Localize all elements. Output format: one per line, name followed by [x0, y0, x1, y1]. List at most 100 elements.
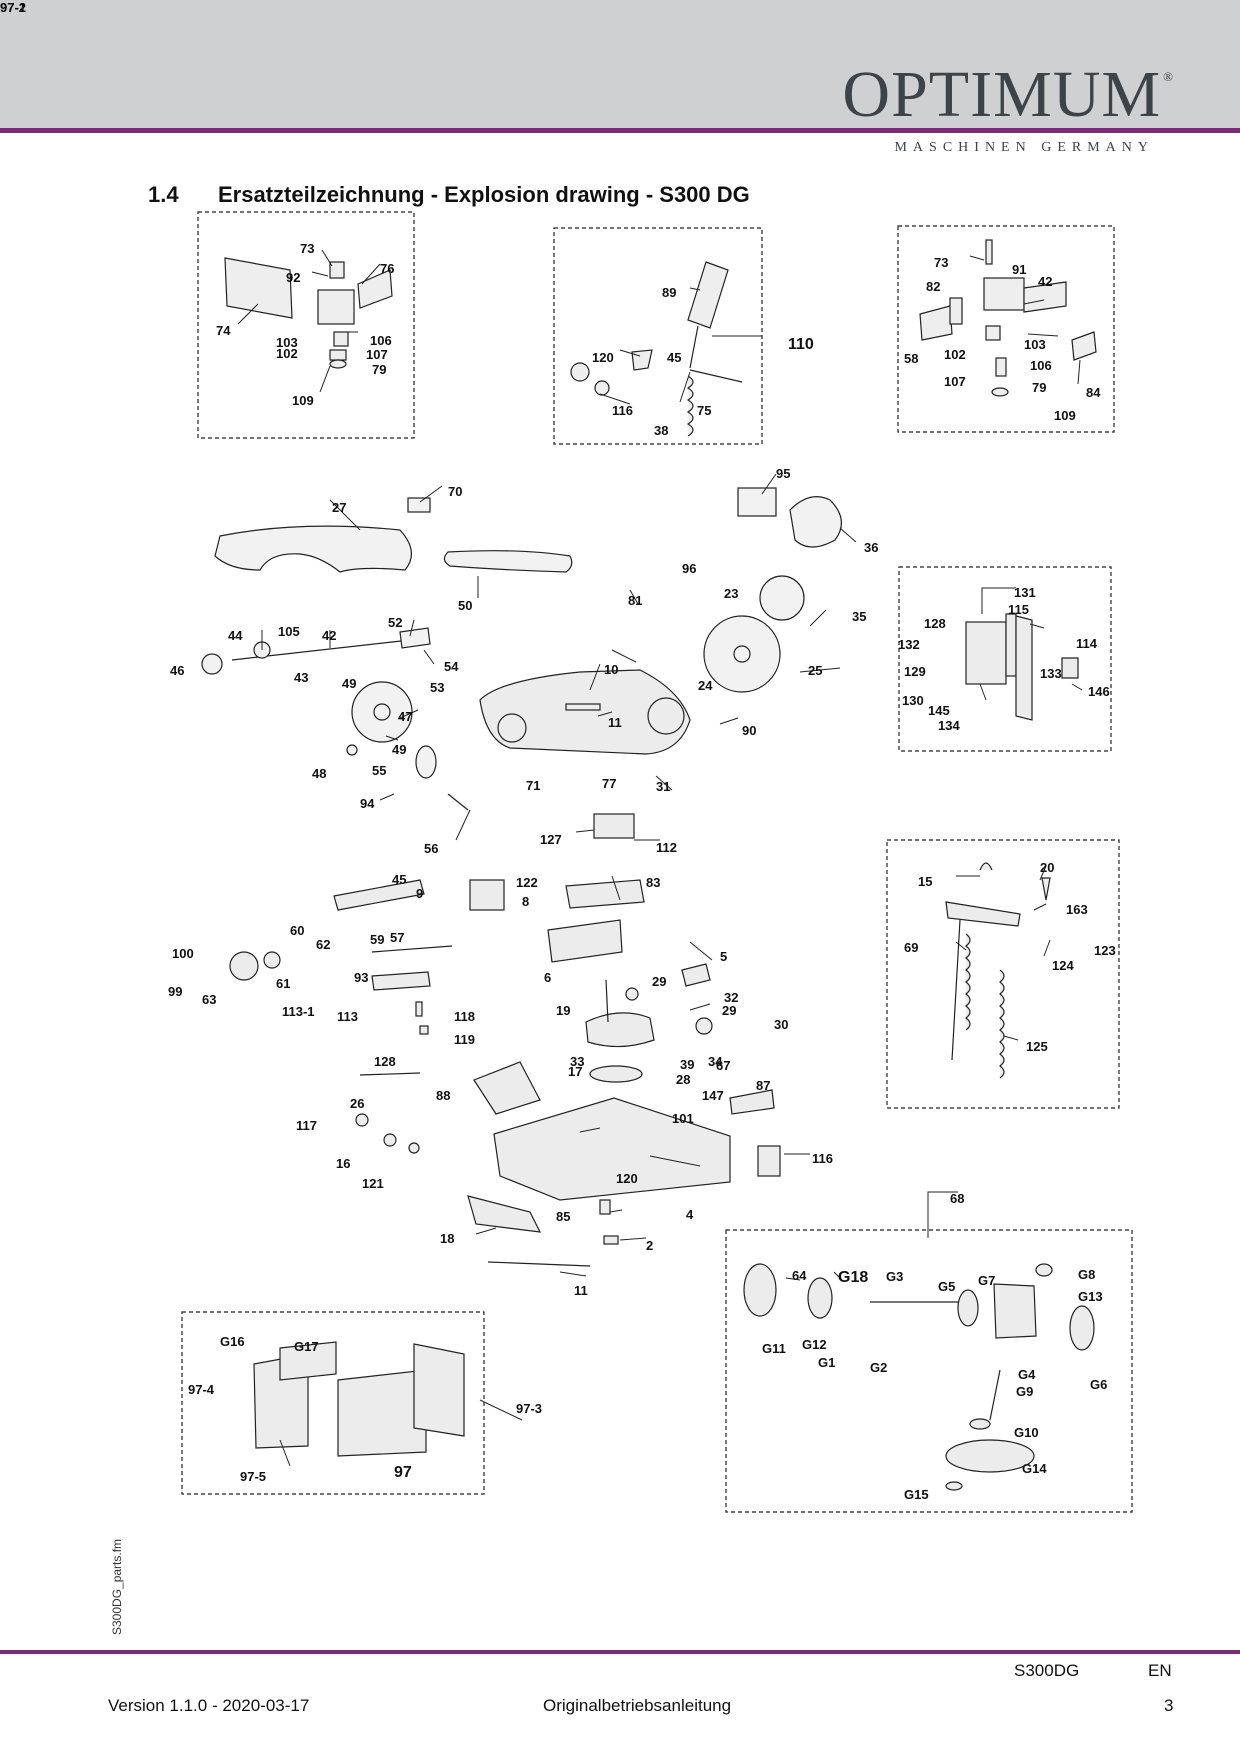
part-label-109: 109 — [1054, 408, 1076, 423]
part-label-56: 56 — [424, 841, 439, 856]
part-label-58: 58 — [904, 351, 919, 366]
part-label-110: 110 — [788, 336, 814, 353]
part-label-163: 163 — [1066, 902, 1088, 917]
footer-model: S300DG — [1014, 1661, 1080, 1680]
part-label-g11: G11 — [762, 1341, 786, 1356]
part-label-97-3: 97-3 — [516, 1401, 543, 1416]
part-label-73: 73 — [934, 255, 949, 270]
part-label-g6: G6 — [1090, 1377, 1108, 1392]
part-label-60: 60 — [290, 923, 305, 938]
part-label-75: 75 — [697, 403, 712, 418]
part-label-119: 119 — [454, 1032, 475, 1047]
part-label-49: 49 — [392, 742, 407, 757]
part-label-g13: G13 — [1078, 1289, 1103, 1304]
part-label-61: 61 — [276, 976, 291, 991]
part-label-31: 31 — [656, 779, 671, 794]
part-label-94: 94 — [360, 796, 375, 811]
section-number: 1.4 — [148, 182, 179, 207]
part-label-79: 79 — [1032, 380, 1047, 395]
part-label-g10: G10 — [1014, 1425, 1039, 1440]
logo-text: OPTIMUM — [842, 58, 1162, 131]
part-label-120: 120 — [592, 350, 614, 365]
part-label-123: 123 — [1094, 943, 1116, 958]
part-label-54: 54 — [444, 659, 459, 674]
part-label-120: 120 — [616, 1171, 638, 1186]
part-label-68: 68 — [950, 1191, 965, 1206]
part-label-9: 9 — [416, 886, 424, 901]
part-label-57: 57 — [390, 930, 405, 945]
part-label-25: 25 — [808, 663, 823, 678]
part-label-128: 128 — [924, 616, 946, 631]
part-label-23: 23 — [724, 586, 739, 601]
part-label-97-4: 97-4 — [188, 1382, 215, 1397]
part-label-102: 102 — [944, 347, 966, 362]
part-label-g5: G5 — [938, 1279, 956, 1294]
gearbox-parts — [743, 1263, 1095, 1491]
part-label-77: 77 — [602, 776, 617, 791]
part-label-34: 34 — [708, 1054, 723, 1069]
part-label-132: 132 — [898, 637, 920, 652]
part-label-g3: G3 — [886, 1269, 904, 1284]
part-label-38: 38 — [654, 423, 669, 438]
part-label-42: 42 — [322, 628, 337, 643]
part-label-89: 89 — [662, 285, 677, 300]
part-label-73: 73 — [300, 241, 315, 256]
part-label-134: 134 — [938, 718, 960, 733]
part-label-100: 100 — [172, 946, 194, 961]
part-label-20: 20 — [1040, 860, 1055, 875]
header-band — [0, 0, 1240, 130]
part-label-53: 53 — [430, 680, 445, 695]
part-label-122: 122 — [516, 875, 538, 890]
guide-arm-parts — [224, 257, 393, 369]
blade-guard-parts — [214, 487, 842, 693]
footer-page-number: 3 — [1164, 1696, 1174, 1715]
part-label-101: 101 — [672, 1111, 694, 1126]
part-label-27: 27 — [332, 500, 347, 515]
part-label-115: 115 — [1008, 602, 1029, 617]
part-label-g2: G2 — [870, 1360, 888, 1375]
footer-language: EN — [1148, 1661, 1172, 1680]
part-label-97-1: 97-1 — [0, 0, 27, 15]
part-label-121: 121 — [362, 1176, 384, 1191]
part-label-145: 145 — [928, 703, 950, 718]
part-label-76: 76 — [380, 261, 395, 276]
part-label-g12: G12 — [802, 1337, 827, 1352]
part-label-50: 50 — [458, 598, 473, 613]
part-label-48: 48 — [312, 766, 327, 781]
base-parts — [355, 1061, 781, 1267]
part-label-130: 130 — [902, 693, 924, 708]
part-label-63: 63 — [202, 992, 217, 1007]
part-label-81: 81 — [628, 593, 643, 608]
detail-box-gearbox — [725, 1229, 1133, 1513]
part-label-42: 42 — [1038, 274, 1053, 289]
part-label-84: 84 — [1086, 385, 1101, 400]
spring-parts — [945, 862, 1051, 1079]
part-label-107: 107 — [366, 347, 388, 362]
part-label-106: 106 — [1030, 358, 1052, 373]
part-label-g16: G16 — [220, 1334, 245, 1349]
shaft-handwheel-parts — [201, 627, 469, 811]
part-label-116: 116 — [612, 403, 633, 418]
part-label-88: 88 — [436, 1088, 451, 1103]
part-label-g14: G14 — [1022, 1461, 1047, 1476]
part-label-83: 83 — [646, 875, 661, 890]
part-label-g7: G7 — [978, 1273, 996, 1288]
part-label-125: 125 — [1026, 1039, 1048, 1054]
part-label-19: 19 — [556, 1003, 571, 1018]
part-label-62: 62 — [316, 937, 331, 952]
part-label-33: 33 — [570, 1054, 585, 1069]
section-title: Ersatzteilzeichnung - Explosion drawing … — [218, 182, 750, 207]
part-label-4: 4 — [686, 1207, 694, 1222]
part-label-102: 102 — [276, 346, 298, 361]
part-label-92: 92 — [286, 270, 301, 285]
part-label-85: 85 — [556, 1209, 571, 1224]
part-label-147: 147 — [702, 1088, 724, 1103]
detail-box-stand — [181, 1311, 485, 1495]
part-label-32: 32 — [724, 990, 739, 1005]
part-label-5: 5 — [720, 949, 728, 964]
brand-tagline: MASCHINEN GERMANY — [894, 140, 1154, 155]
part-label-59: 59 — [370, 932, 385, 947]
part-label-g4: G4 — [1018, 1367, 1036, 1382]
part-label-70: 70 — [448, 484, 463, 499]
part-label-112: 112 — [656, 840, 677, 855]
